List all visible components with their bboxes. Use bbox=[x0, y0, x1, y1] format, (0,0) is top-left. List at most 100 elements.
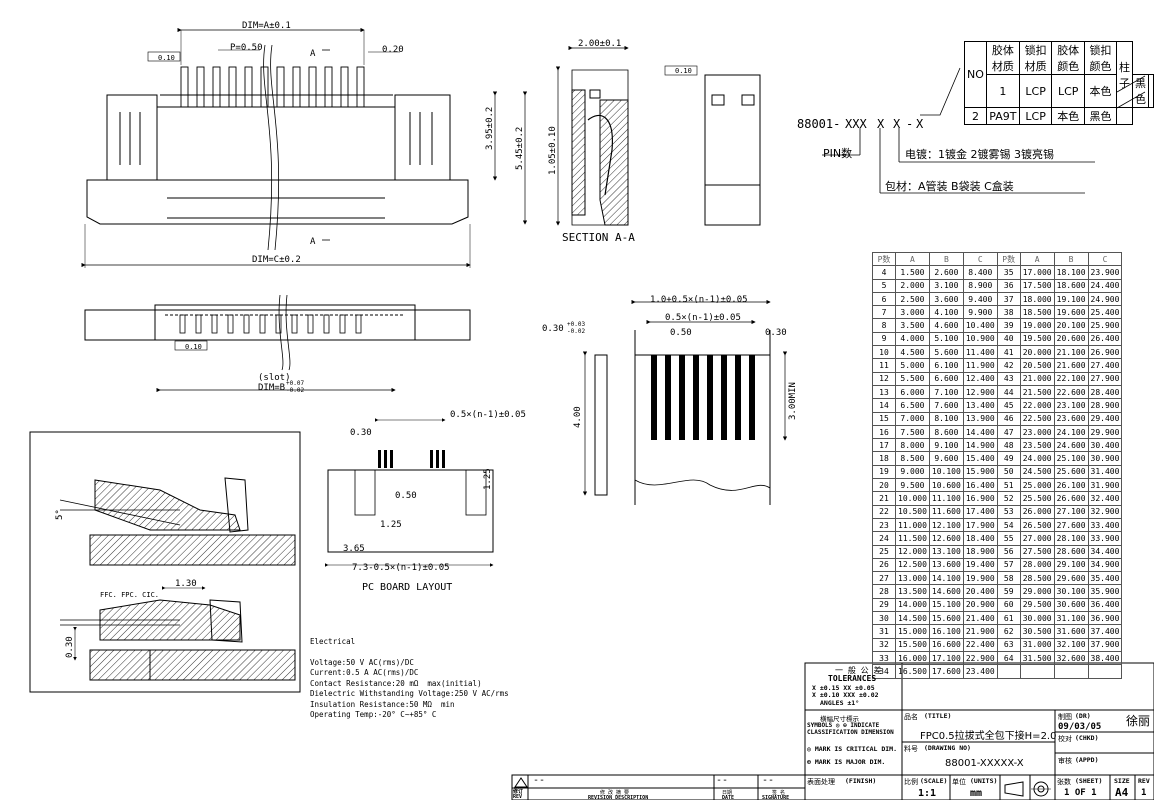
pin-table-cell: 37.400 bbox=[1087, 624, 1123, 639]
pin-table-cell: 26.100 bbox=[1053, 478, 1089, 493]
pin-table-cell: 28.900 bbox=[1087, 398, 1123, 413]
pin-table-cell: 27.100 bbox=[1053, 504, 1089, 519]
dim-010b-label: 0.10 bbox=[675, 67, 692, 75]
drawing-no-en: (DRAWING NO) bbox=[924, 744, 971, 752]
chkd-en: (CHKD) bbox=[1075, 734, 1099, 742]
chkd-cn: 校对 bbox=[1058, 735, 1072, 743]
pin-table-cell: 30.100 bbox=[1053, 584, 1089, 599]
pin-table-cell: 15.900 bbox=[962, 464, 998, 480]
pin-table-cell: 28.600 bbox=[1053, 544, 1089, 559]
pin-table-cell: 11.500 bbox=[895, 531, 930, 546]
pin-table-cell: 19.400 bbox=[962, 557, 998, 573]
pin-table-cell: 29.600 bbox=[1053, 571, 1089, 586]
pcb-365-label: 3.65 bbox=[343, 544, 365, 554]
pin-table-cell: 34.900 bbox=[1087, 557, 1123, 573]
pin-table-cell: 15.400 bbox=[962, 451, 998, 466]
pin-table-cell: 22.900 bbox=[962, 650, 998, 666]
pin-table-cell: 18.600 bbox=[1053, 278, 1089, 293]
spec-line: Dielectric Withstanding Voltage:250 V AC… bbox=[310, 689, 509, 698]
pin-table-cell: 12.400 bbox=[962, 371, 998, 386]
mat-h4: 锁扣颜色 bbox=[1083, 41, 1118, 75]
pin-table-cell: 6.100 bbox=[928, 358, 964, 373]
pin-table-cell: 61 bbox=[996, 611, 1021, 626]
pin-table-cell: 28.400 bbox=[1087, 384, 1123, 400]
pin-table-cell: 33 bbox=[872, 650, 896, 666]
pin-table-cell: 32 bbox=[872, 637, 896, 652]
finish-en: (FINISH) bbox=[845, 777, 877, 785]
section-view bbox=[555, 45, 629, 226]
pin-table-cell: 31.000 bbox=[1019, 637, 1055, 652]
pin-table-cell: 26.600 bbox=[1053, 491, 1089, 506]
rev-desc-dash: -- bbox=[533, 775, 546, 786]
dim-020-label: 0.20 bbox=[382, 45, 404, 55]
spec-line: Voltage:50 V AC(rms)/DC bbox=[310, 657, 414, 667]
pin-table-cell: 23.100 bbox=[1053, 398, 1089, 413]
pin-table-cell: 29 bbox=[872, 597, 896, 613]
pin-table-cell: 25 bbox=[872, 544, 896, 559]
major-mark: ⊕ MARK IS MAJOR DIM. bbox=[807, 758, 886, 766]
dimension-labels: DIM=A±0.1 P=0.50 0.20 0.10 A A 3.95±0.2 … bbox=[55, 21, 798, 658]
pin-table-cell: 23.600 bbox=[1053, 411, 1089, 426]
pin-table-cell: 13.400 bbox=[962, 398, 998, 413]
pin-table-cell: 21.000 bbox=[1019, 371, 1055, 386]
pin-table-cell: 11.100 bbox=[928, 491, 964, 506]
pin-table-cell: 27.000 bbox=[1019, 531, 1055, 546]
pin-table-cell: 7 bbox=[872, 305, 896, 320]
pin-table-cell: 4.000 bbox=[895, 331, 930, 347]
mat-cell: 黑色 bbox=[1083, 107, 1118, 125]
pin-table-cell: 9 bbox=[872, 331, 896, 347]
pin-table-cell: 27.400 bbox=[1087, 358, 1123, 373]
pin-table-cell: 24.100 bbox=[1053, 424, 1089, 440]
pin-table-cell: 10.400 bbox=[962, 318, 998, 333]
pin-table-cell: 15.600 bbox=[928, 611, 964, 626]
rev-value: 1 bbox=[1141, 788, 1147, 798]
dim-545-label: 5.45±0.2 bbox=[515, 127, 525, 170]
spec-line: Insulation Resistance:50 MΩ min bbox=[310, 699, 455, 709]
fpc-thk-label: 0.30 bbox=[542, 324, 564, 334]
pin-table-cell: 19.100 bbox=[1053, 291, 1089, 307]
pin-table-cell: 43 bbox=[996, 371, 1021, 386]
title-en: (TITLE) bbox=[924, 712, 952, 720]
pin-table-cell: 31 bbox=[872, 624, 896, 639]
pin-table-cell: 46 bbox=[996, 411, 1021, 426]
pin-table-cell: 13.900 bbox=[962, 411, 998, 426]
pin-table-cell: 26.400 bbox=[1087, 331, 1123, 347]
pin-table-cell: 6 bbox=[872, 291, 896, 307]
material-table: NO 胶体材质 锁扣材质 胶体颜色 锁扣颜色 柱子 1 LCP LCP 本色 黑… bbox=[964, 41, 1154, 125]
dim-200-label: 2.00±0.1 bbox=[578, 39, 621, 49]
pin-table-cell: 19.900 bbox=[962, 571, 998, 586]
pin-table-cell: 31.500 bbox=[1019, 650, 1055, 666]
symbols-line1: SYMBOLS ◎ ⊕ INDICATE bbox=[807, 722, 880, 729]
pin-table-cell: 4.500 bbox=[895, 345, 930, 360]
front-view bbox=[84, 294, 471, 393]
pin-table-header: C bbox=[962, 251, 998, 267]
pin-table-cell: 12.100 bbox=[928, 517, 964, 533]
title-block-frame bbox=[511, 662, 1154, 800]
mat-cell: 2 bbox=[964, 107, 987, 125]
pin-table-cell: 3.600 bbox=[928, 291, 964, 307]
pin-table-cell: 25.900 bbox=[1087, 318, 1123, 333]
scale-en: (SCALE) bbox=[920, 777, 948, 785]
pin-table-cell: 3.000 bbox=[895, 305, 930, 320]
pin-table-cell: 33.900 bbox=[1087, 531, 1123, 546]
pin-table-cell: 27 bbox=[872, 571, 896, 586]
pin-table-cell: 9.500 bbox=[895, 478, 930, 493]
mat-cell bbox=[1148, 74, 1154, 108]
pin-count-label: PIN数 bbox=[823, 147, 852, 160]
pin-table-cell: 31.900 bbox=[1087, 478, 1123, 493]
pitch-label: P=0.50 bbox=[230, 43, 263, 53]
pin-table-cell: 11.600 bbox=[928, 504, 964, 519]
pin-table-cell: 14.600 bbox=[928, 584, 964, 599]
dim-b-label: DIM=B bbox=[258, 383, 285, 393]
pcb-layout bbox=[325, 418, 494, 567]
spec-line: Current:0.5 A AC(rms)/DC bbox=[310, 668, 419, 677]
